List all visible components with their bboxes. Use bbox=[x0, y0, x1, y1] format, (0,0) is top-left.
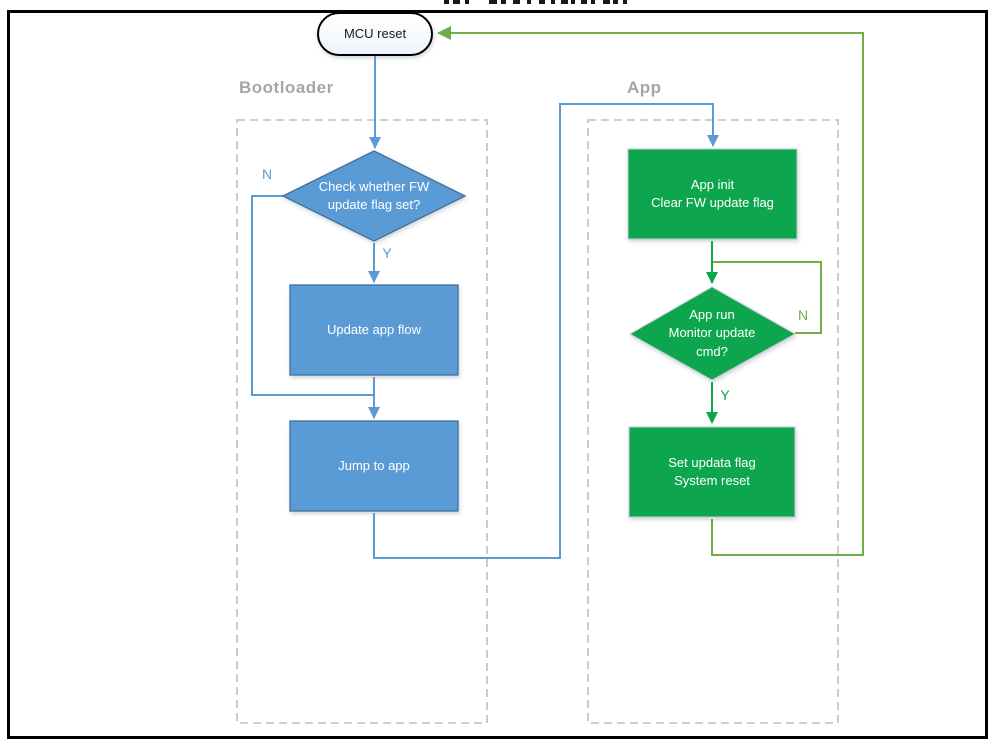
process-set-flag-reset bbox=[628, 426, 796, 518]
caption-fragment-mark bbox=[539, 0, 545, 4]
process-jump-to-app bbox=[289, 420, 459, 512]
flow-shapes bbox=[281, 12, 798, 518]
olive-connectors bbox=[437, 26, 864, 556]
caption-fragment-mark bbox=[465, 0, 469, 4]
caption-fragment-mark bbox=[561, 0, 568, 4]
bootloader-section-title: Bootloader bbox=[239, 78, 334, 97]
branch-label-app-y: Y bbox=[720, 387, 730, 403]
edge-jump-to-appinit bbox=[373, 103, 719, 559]
terminator-mcu-reset bbox=[317, 12, 433, 56]
caption-fragment-mark bbox=[581, 0, 587, 4]
caption-fragment-mark bbox=[571, 0, 575, 4]
branch-label-app-n: N bbox=[797, 307, 809, 323]
app-section-title: App bbox=[627, 78, 662, 97]
branch-label-bootloader-y: Y bbox=[382, 245, 392, 261]
caption-fragment-mark bbox=[453, 0, 460, 4]
diagram-frame bbox=[7, 10, 988, 739]
bootloader-section-box bbox=[236, 119, 488, 724]
caption-fragment-mark bbox=[501, 0, 506, 4]
caption-fragment-mark bbox=[603, 0, 610, 4]
process-app-init bbox=[627, 148, 798, 240]
branch-label-bootloader-n: N bbox=[261, 166, 273, 182]
caption-fragment-mark bbox=[551, 0, 555, 4]
edge-systemreset-to-mcureset bbox=[437, 26, 864, 556]
caption-fragment-mark bbox=[527, 0, 531, 4]
caption-fragment-mark bbox=[444, 0, 449, 4]
caption-fragment-mark bbox=[591, 0, 595, 4]
edge-apprun-no-loop bbox=[713, 261, 822, 334]
caption-fragment-mark bbox=[613, 0, 618, 4]
decision-check-fw-flag bbox=[281, 150, 467, 242]
caption-fragment-mark bbox=[513, 0, 520, 4]
edge-check-no bbox=[251, 195, 374, 396]
caption-fragment-mark bbox=[489, 0, 497, 4]
decision-app-run bbox=[628, 286, 797, 381]
process-update-app-flow bbox=[289, 284, 459, 376]
caption-fragment-mark bbox=[623, 0, 627, 4]
blue-connectors bbox=[251, 55, 719, 559]
